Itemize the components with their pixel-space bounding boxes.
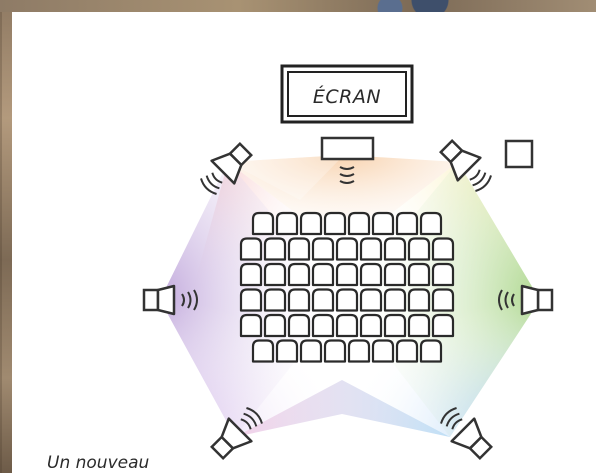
seat: [337, 290, 357, 311]
seat: [361, 239, 381, 260]
seat: [265, 290, 285, 311]
seat: [313, 239, 333, 260]
seat: [409, 239, 429, 260]
seat: [241, 290, 261, 311]
seat: [265, 315, 285, 336]
seat: [337, 239, 357, 260]
seat: [265, 264, 285, 285]
seat: [253, 341, 273, 362]
seat: [289, 239, 309, 260]
seat: [289, 290, 309, 311]
seat: [433, 290, 453, 311]
seat: [361, 264, 381, 285]
seat: [433, 239, 453, 260]
seat: [373, 213, 393, 234]
seat: [397, 213, 417, 234]
seat: [361, 290, 381, 311]
seat: [397, 341, 417, 362]
seat: [253, 213, 273, 234]
seat: [349, 341, 369, 362]
seat: [325, 341, 345, 362]
seat: [361, 315, 381, 336]
seat: [289, 264, 309, 285]
seat: [241, 239, 261, 260]
seat: [337, 264, 357, 285]
seat: [421, 213, 441, 234]
empty-square-icon: [506, 141, 532, 167]
seat: [409, 290, 429, 311]
seat: [313, 264, 333, 285]
seat: [325, 213, 345, 234]
seat: [301, 213, 321, 234]
seat: [313, 290, 333, 311]
screen: ÉCRAN: [282, 66, 412, 122]
seat: [433, 315, 453, 336]
seat: [385, 239, 405, 260]
seat: [265, 239, 285, 260]
seat: [277, 213, 297, 234]
seat: [409, 264, 429, 285]
seat: [337, 315, 357, 336]
seat: [409, 315, 429, 336]
caption-text: Un nouveau: [47, 453, 149, 473]
seat: [301, 341, 321, 362]
seat: [373, 341, 393, 362]
seat: [289, 315, 309, 336]
seat: [385, 290, 405, 311]
seat: [385, 264, 405, 285]
seat: [313, 315, 333, 336]
seat: [277, 341, 297, 362]
seat: [241, 264, 261, 285]
screen-label: ÉCRAN: [313, 85, 381, 108]
seat: [349, 213, 369, 234]
seat: [385, 315, 405, 336]
seat: [433, 264, 453, 285]
seat: [421, 341, 441, 362]
seat: [241, 315, 261, 336]
